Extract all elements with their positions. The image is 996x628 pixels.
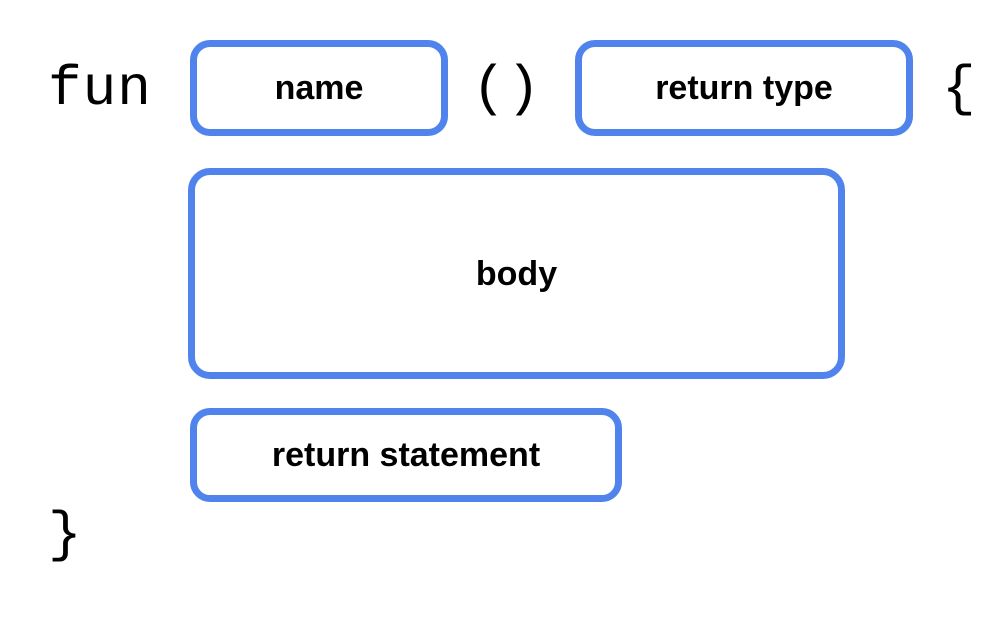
slot-return-statement-label: return statement	[271, 436, 541, 474]
slot-body-label: body	[475, 254, 558, 293]
slot-return-type-label: return type	[655, 69, 833, 107]
slot-return-statement-box[interactable]: return statement	[190, 408, 622, 502]
slot-name-label: name	[274, 69, 364, 107]
open-brace-token: {	[942, 57, 976, 121]
slot-name-box[interactable]: name	[190, 40, 448, 136]
slot-return-type-box[interactable]: return type	[575, 40, 913, 136]
slot-body-box[interactable]: body	[188, 168, 845, 379]
keyword-fun-token: fun	[48, 57, 152, 121]
close-brace-token: }	[48, 503, 82, 567]
